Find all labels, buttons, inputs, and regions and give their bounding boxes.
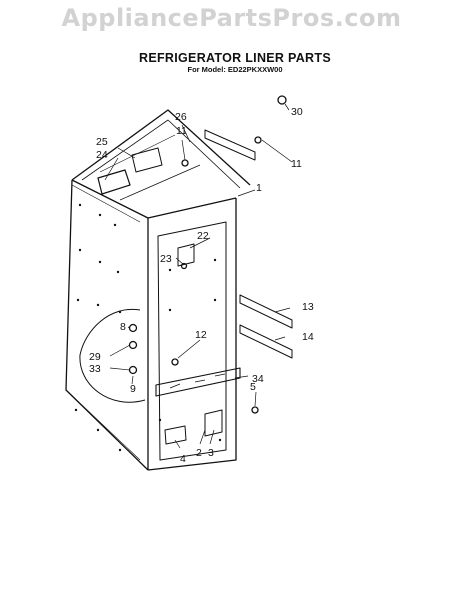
rail-14 [239, 324, 293, 359]
rail-13 [239, 294, 293, 329]
callout-25: 25 [96, 136, 108, 148]
callout-26: 26 [175, 111, 187, 123]
callout-11a: 11 [176, 125, 187, 137]
diagram-title: REFRIGERATOR LINER PARTS [139, 51, 331, 65]
callout-5: 5 [250, 381, 256, 393]
callout-2: 2 [196, 447, 202, 459]
liner-front-right-edge [147, 198, 237, 471]
assembly-24 [97, 169, 131, 195]
diagram-subtitle: For Model: ED22PKXXW00 [187, 65, 283, 74]
callout-30: 30 [291, 106, 303, 118]
callout-11b: 11 [291, 158, 302, 170]
callout-29: 29 [89, 351, 101, 363]
callout-3: 3 [208, 447, 214, 459]
crisper-cover-34 [155, 367, 241, 397]
callout-4: 4 [180, 453, 186, 465]
bracket-25 [131, 147, 163, 173]
liner-top-front [71, 179, 237, 219]
callout-22: 22 [197, 230, 209, 242]
callout-24: 24 [96, 149, 108, 161]
watermark-text: AppliancePartsPros.com [61, 4, 402, 32]
callout-9: 9 [130, 383, 136, 395]
liner-back-top-edge [71, 109, 251, 186]
liner-inner-opening [157, 221, 227, 461]
callout-12: 12 [195, 329, 207, 341]
callout-23: 23 [160, 253, 172, 265]
callout-34: 34 [252, 373, 264, 385]
callout-14: 14 [302, 331, 314, 343]
part-4 [164, 425, 187, 445]
side-recess [79, 308, 146, 403]
callout-33: 33 [89, 363, 101, 375]
callout-13: 13 [302, 301, 314, 313]
callout-8: 8 [120, 321, 126, 333]
rail-26 [204, 129, 256, 161]
part-2-3 [204, 409, 223, 437]
callout-1: 1 [256, 182, 262, 194]
screw-30 [277, 95, 287, 105]
